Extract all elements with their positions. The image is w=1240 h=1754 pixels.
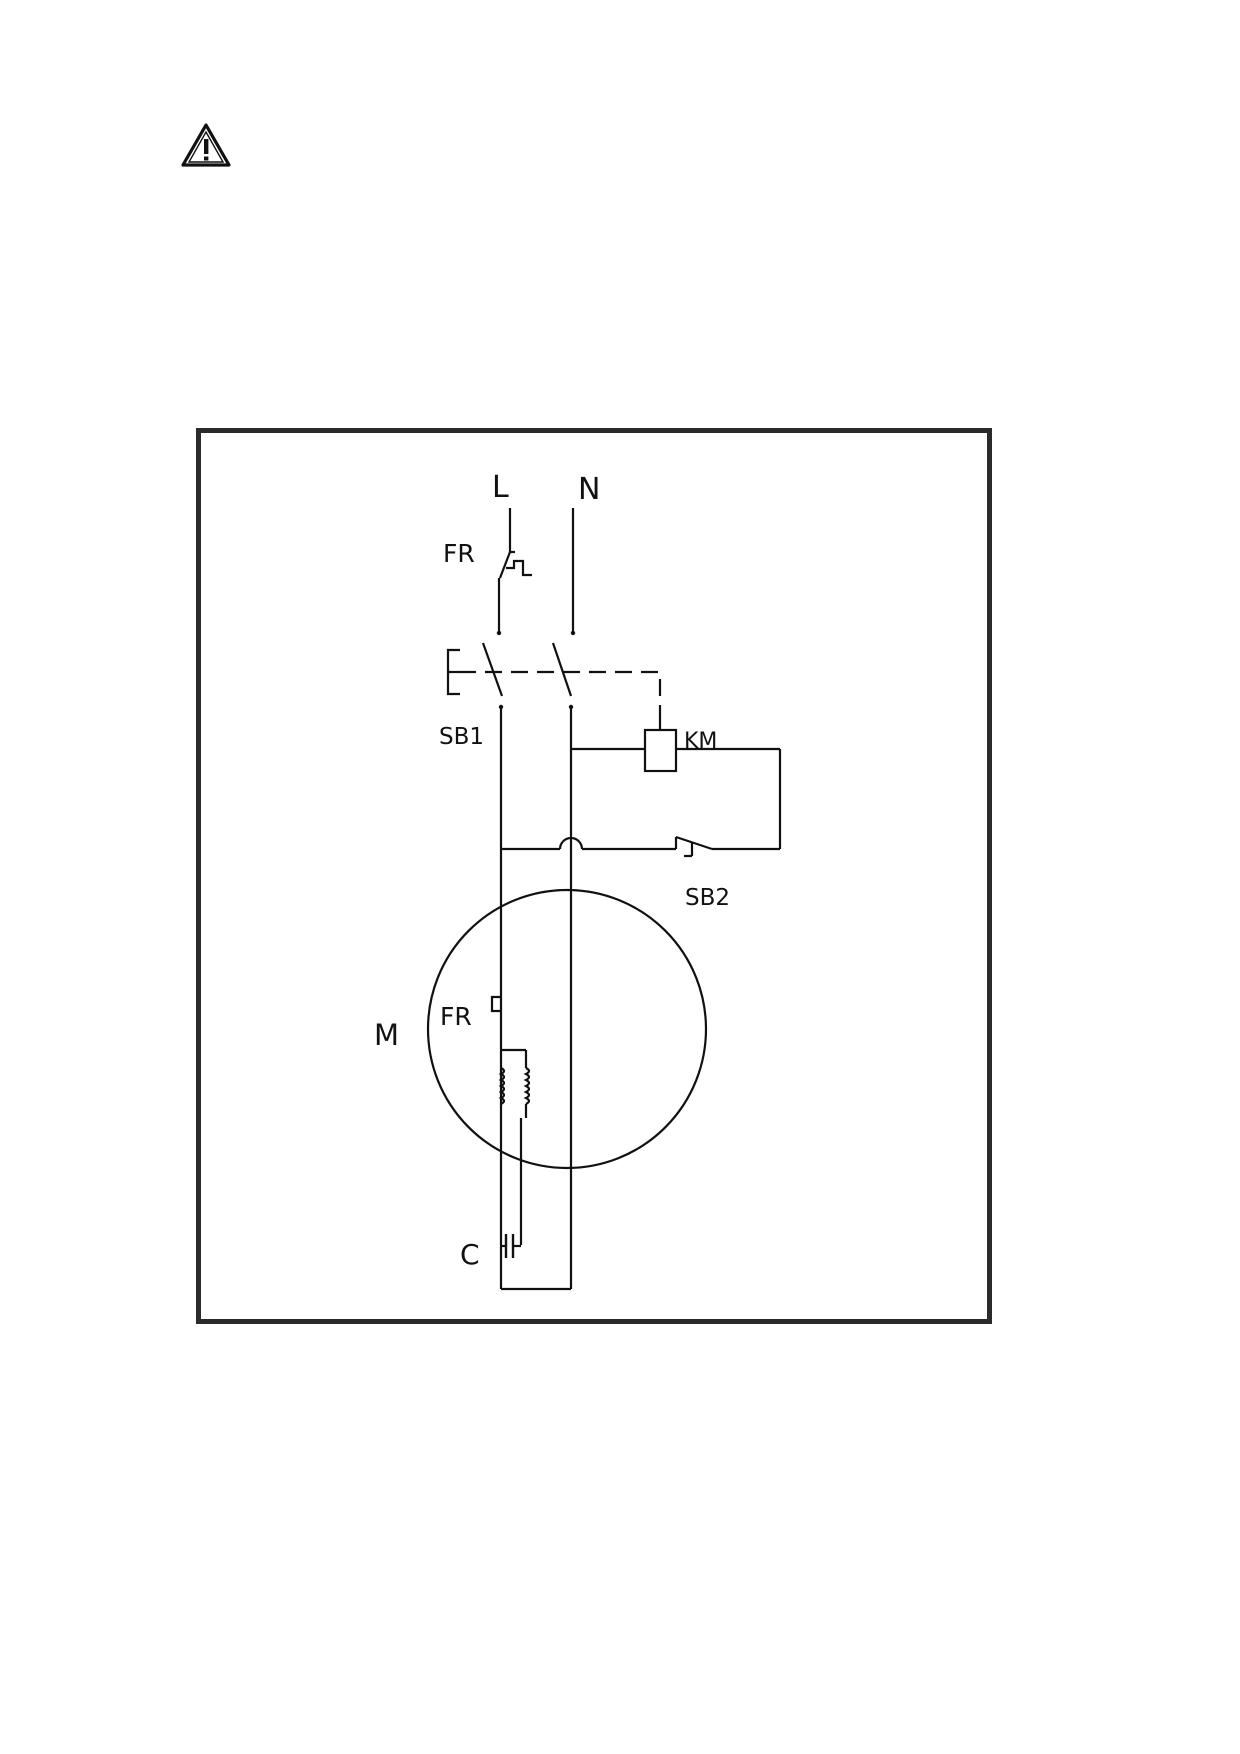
diagram-border xyxy=(196,428,992,1324)
contactor-coil-km xyxy=(571,714,782,849)
main-switch-sb1 xyxy=(446,642,662,714)
motor-circle xyxy=(426,888,708,1170)
wiring-diagram: L N FR SB1 KM xyxy=(196,428,992,1324)
label-thermal-relay-motor: FR xyxy=(440,1002,472,1031)
warning-triangle-icon xyxy=(181,123,231,167)
label-line: L xyxy=(492,470,509,505)
label-main-switch: SB1 xyxy=(439,724,484,750)
push-button-sb2 xyxy=(501,835,780,858)
label-capacitor: C xyxy=(460,1238,480,1271)
thermal-relay-contact-top xyxy=(496,508,532,636)
thermal-relay-motor xyxy=(490,995,501,1013)
label-motor: M xyxy=(374,1018,399,1052)
label-contactor-coil: KM xyxy=(684,729,717,754)
label-push-button: SB2 xyxy=(685,885,730,911)
label-neutral: N xyxy=(578,472,600,507)
label-thermal-relay-top: FR xyxy=(443,539,475,568)
capacitor xyxy=(501,1234,521,1258)
motor-windings xyxy=(498,1048,531,1245)
